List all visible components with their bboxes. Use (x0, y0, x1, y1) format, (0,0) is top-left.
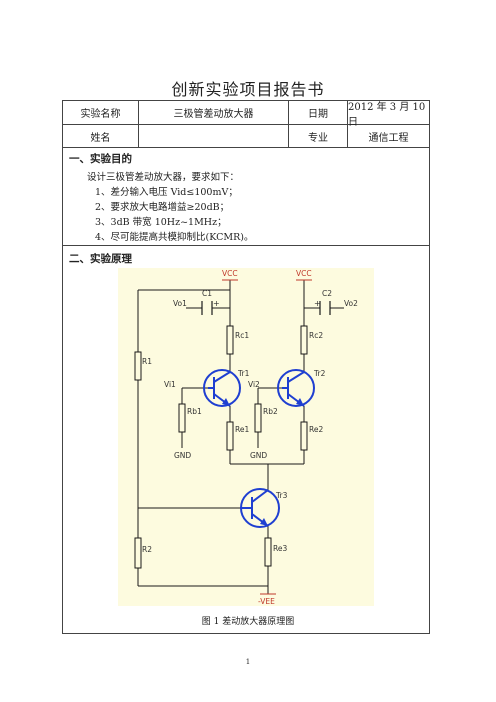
requirement-item: 4、尽可能提高共模抑制比(KCMR)。 (95, 232, 254, 243)
row-divider (63, 245, 429, 246)
label-plus: + (314, 299, 321, 308)
value-date: 2012 年 3 月 10 日 (348, 101, 426, 128)
resistor-rc1 (226, 325, 234, 355)
resistor-r2 (134, 537, 142, 569)
col-divider (288, 101, 289, 147)
transistor-tr1 (203, 369, 241, 407)
label-re3: Re3 (273, 544, 287, 553)
label-re1: Re1 (235, 425, 249, 434)
transistor-tr2 (277, 369, 315, 407)
label-tr1: Tr1 (237, 369, 250, 378)
resistor-re2 (300, 421, 308, 451)
label-vo1: Vo1 (173, 299, 187, 308)
label-vcc: VCC (222, 269, 238, 278)
label-vi2: Vi2 (248, 380, 260, 389)
label-rb2: Rb2 (263, 407, 278, 416)
label-rb1: Rb1 (187, 407, 202, 416)
section-heading-principle: 二、实验原理 (69, 253, 132, 265)
label-vo2: Vo2 (344, 299, 358, 308)
label-vi1: Vi1 (164, 380, 176, 389)
figure-caption: 图 1 差动放大器原理图 (201, 617, 295, 627)
label-plus: + (213, 299, 220, 308)
label-r2: R2 (142, 545, 152, 554)
label-re2: Re2 (309, 425, 323, 434)
value-experiment-name: 三极管差动放大器 (173, 109, 254, 120)
resistor-re1 (226, 421, 234, 451)
section-intro: 设计三极管差动放大器，要求如下： (87, 172, 240, 183)
requirement-item: 1、差分输入电压 Vid≤100mV； (95, 187, 238, 198)
col-divider (347, 101, 348, 147)
label-date: 日期 (308, 109, 328, 120)
label-tr2: Tr2 (313, 369, 326, 378)
label-vee: -VEE (258, 597, 275, 606)
row-divider (63, 147, 429, 148)
label-c2: C2 (322, 289, 332, 298)
label-name: 姓名 (90, 132, 111, 144)
page-number: 1 (245, 658, 251, 666)
report-table: 实验名称 三极管差动放大器 日期 2012 年 3 月 10 日 姓名 专业 通… (62, 100, 430, 634)
label-c1: C1 (202, 289, 212, 298)
resistor-rb2 (254, 403, 262, 433)
label-r1: R1 (142, 357, 152, 366)
circuit-diagram: VCC VCC C1 C2 + + Vo1 Vo2 Rc1 Rc2 R1 R2 … (118, 268, 374, 606)
resistor-r1 (134, 351, 142, 381)
value-major: 通信工程 (368, 132, 409, 144)
label-gnd: GND (174, 451, 191, 460)
report-title: 创新实验项目报告书 (171, 80, 325, 99)
row-divider (63, 124, 429, 125)
label-rc1: Rc1 (235, 331, 249, 340)
resistor-rc2 (300, 325, 308, 355)
section-heading-purpose: 一、实验目的 (69, 153, 132, 165)
label-experiment-name: 实验名称 (80, 109, 121, 120)
resistor-rb1 (178, 403, 186, 433)
label-tr3: Tr3 (275, 491, 288, 500)
label-rc2: Rc2 (309, 331, 323, 340)
resistor-re3 (264, 537, 272, 567)
value-name (139, 125, 288, 147)
requirement-item: 2、要求放大电路增益≥20dB； (95, 202, 230, 213)
label-major: 专业 (308, 132, 328, 144)
col-divider (138, 101, 139, 147)
label-vcc: VCC (296, 269, 312, 278)
requirement-item: 3、3dB 带宽 10Hz~1MHz； (95, 217, 227, 228)
label-gnd: GND (250, 451, 267, 460)
